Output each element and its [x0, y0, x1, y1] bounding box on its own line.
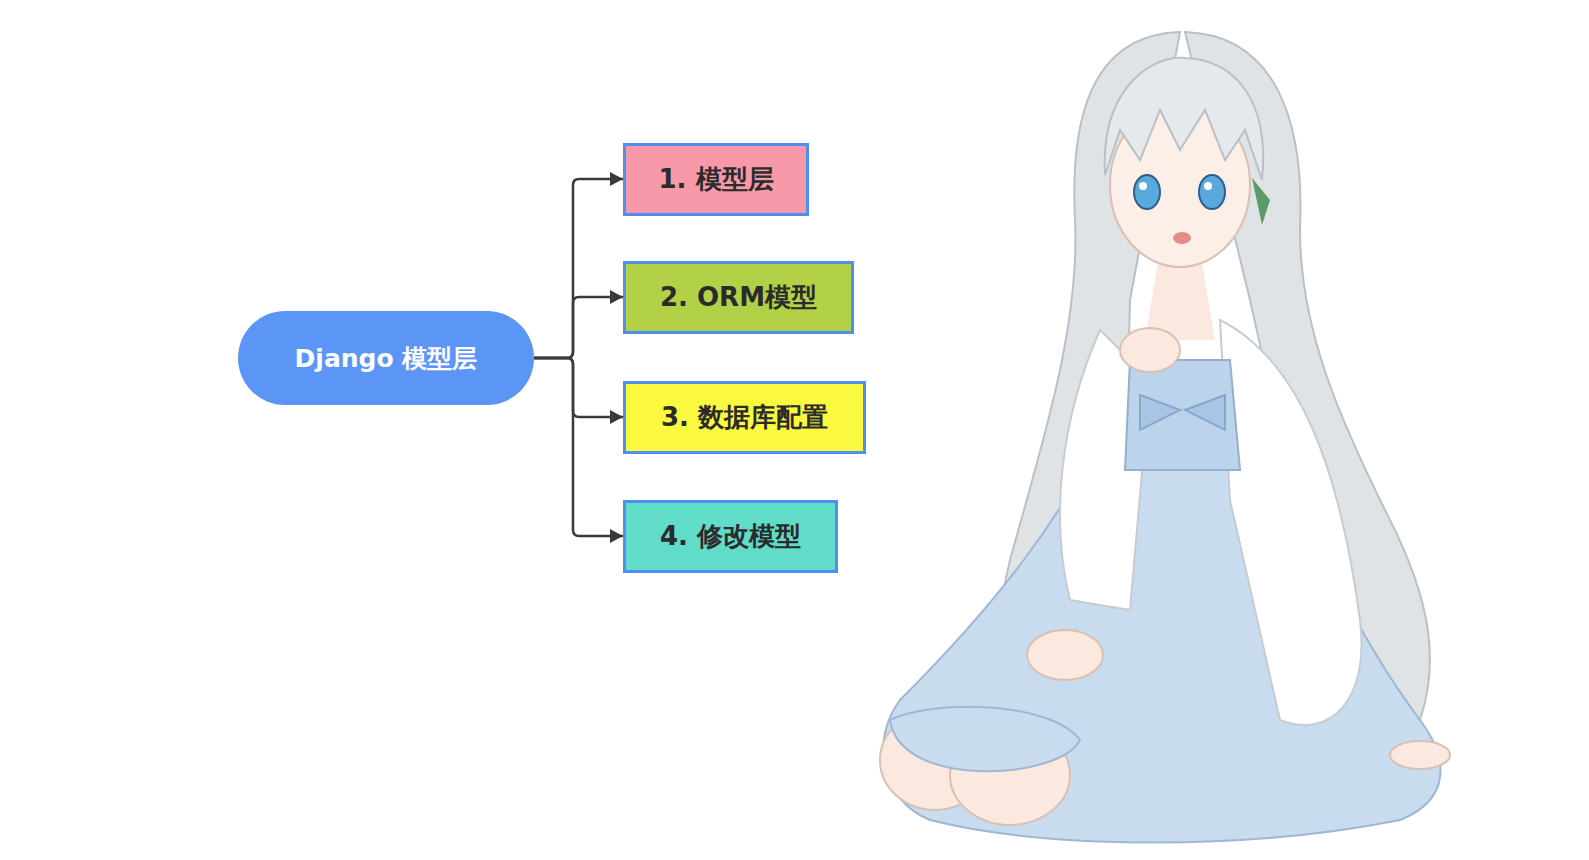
- connector: [534, 358, 623, 424]
- connector: [534, 358, 623, 543]
- root-pill: Django 模型层: [238, 311, 534, 405]
- topic-box: 1. 模型层: [623, 143, 809, 216]
- connector-line: [534, 358, 623, 536]
- topic-box: 4. 修改模型: [623, 500, 838, 573]
- arrow-head: [610, 529, 623, 543]
- node-label: 3. 数据库配置: [661, 400, 828, 435]
- node-label: 1. 模型层: [658, 162, 773, 197]
- topic-box: 3. 数据库配置: [623, 381, 866, 454]
- arrow-head: [610, 172, 623, 186]
- node-label: 4. 修改模型: [660, 519, 801, 554]
- connector-line: [534, 358, 623, 417]
- connector-line: [534, 179, 623, 358]
- arrow-head: [610, 410, 623, 424]
- topic-box: 2. ORM模型: [623, 261, 854, 334]
- connector: [534, 172, 623, 358]
- node-label: Django 模型层: [295, 342, 478, 375]
- connector: [534, 290, 623, 358]
- node-label: 2. ORM模型: [660, 280, 817, 315]
- arrow-head: [610, 290, 623, 304]
- connector-line: [534, 297, 623, 358]
